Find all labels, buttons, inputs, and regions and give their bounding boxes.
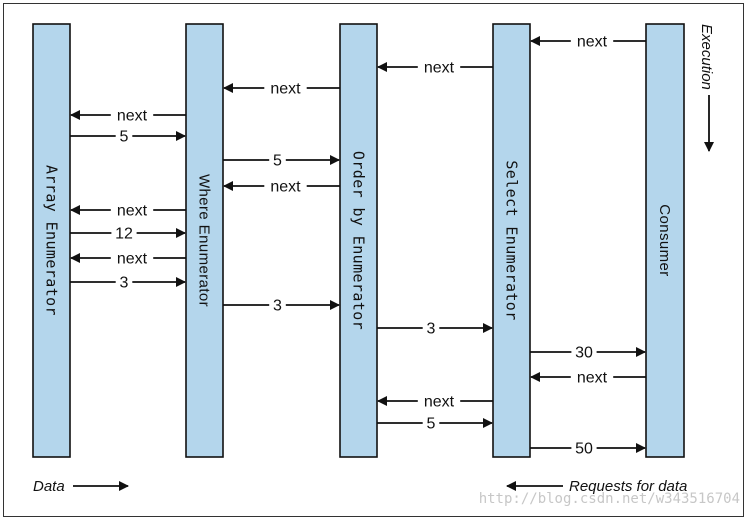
- message-label: next: [117, 108, 148, 125]
- message-label: 5: [427, 416, 436, 433]
- message-11: 3: [70, 273, 186, 292]
- message-8: next: [70, 201, 186, 220]
- diagram-frame: [3, 3, 744, 517]
- message-7: next: [223, 177, 340, 196]
- message-label-gap: [269, 151, 286, 169]
- message-label-gap: [110, 106, 154, 124]
- message-label: 5: [120, 129, 129, 146]
- message-12: 3: [223, 296, 340, 315]
- requests-label: Requests for data: [569, 478, 687, 495]
- message-label-gap: [110, 201, 154, 219]
- message-label-gap: [570, 32, 614, 50]
- message-2: next: [377, 58, 493, 77]
- message-label: 12: [115, 226, 133, 243]
- message-label: next: [117, 251, 148, 268]
- message-label-gap: [110, 249, 154, 267]
- message-9: 12: [70, 224, 186, 243]
- message-label-gap: [264, 177, 307, 195]
- message-label: next: [270, 81, 301, 98]
- column-array: [32, 23, 71, 458]
- message-label-gap: [264, 79, 307, 97]
- message-label: next: [270, 179, 301, 196]
- message-label-gap: [417, 58, 461, 76]
- execution-label: Execution: [698, 24, 715, 90]
- message-label: 3: [273, 298, 282, 315]
- message-label: 5: [273, 153, 282, 170]
- column-label-orderby: Order by Enumerator: [350, 151, 368, 330]
- message-label: next: [577, 370, 608, 387]
- data-label: Data: [33, 478, 65, 495]
- message-label: next: [424, 394, 455, 411]
- message-1: next: [530, 32, 646, 51]
- message-label: next: [117, 203, 148, 220]
- message-label: next: [424, 60, 455, 77]
- message-label-gap: [571, 343, 597, 361]
- message-label: 30: [575, 345, 593, 362]
- column-label-where: Where Enumerator: [196, 174, 213, 307]
- message-label-gap: [269, 296, 286, 314]
- watermark: http://blog.csdn.net/w343516704: [479, 491, 740, 507]
- message-4: next: [70, 106, 186, 125]
- column-select: [492, 23, 531, 458]
- message-label-gap: [417, 392, 461, 410]
- column-where: [185, 23, 224, 458]
- message-label-gap: [111, 224, 137, 242]
- message-14: 30: [530, 343, 646, 362]
- message-17: 5: [377, 414, 493, 433]
- message-16: next: [377, 392, 493, 411]
- message-label-gap: [115, 273, 133, 291]
- column-label-consumer: Consumer: [656, 204, 673, 276]
- message-arrows: next next next next 5 5 next next 12 next 3 3 3 30 nex…: [70, 32, 646, 458]
- column-label-array: Array Enumerator: [43, 165, 61, 316]
- message-15: next: [530, 368, 646, 387]
- message-label-gap: [115, 127, 133, 145]
- column-label-select: Select Enumerator: [503, 160, 521, 320]
- column-orderby: [339, 23, 378, 458]
- message-label-gap: [422, 319, 440, 337]
- message-label-gap: [571, 439, 597, 457]
- message-13: 3: [377, 319, 493, 338]
- message-6: 5: [223, 151, 340, 170]
- message-18: 50: [530, 439, 646, 458]
- column-consumer: [645, 23, 685, 458]
- message-label: 3: [427, 321, 436, 338]
- message-3: next: [223, 79, 340, 98]
- message-label: next: [577, 34, 608, 51]
- message-10: next: [70, 249, 186, 268]
- message-label-gap: [570, 368, 614, 386]
- message-label: 50: [575, 441, 593, 458]
- enumerator-columns: Array Enumerator Where Enumerator Order by…: [32, 23, 685, 458]
- message-label: 3: [120, 275, 129, 292]
- message-5: 5: [70, 127, 186, 146]
- message-label-gap: [422, 414, 440, 432]
